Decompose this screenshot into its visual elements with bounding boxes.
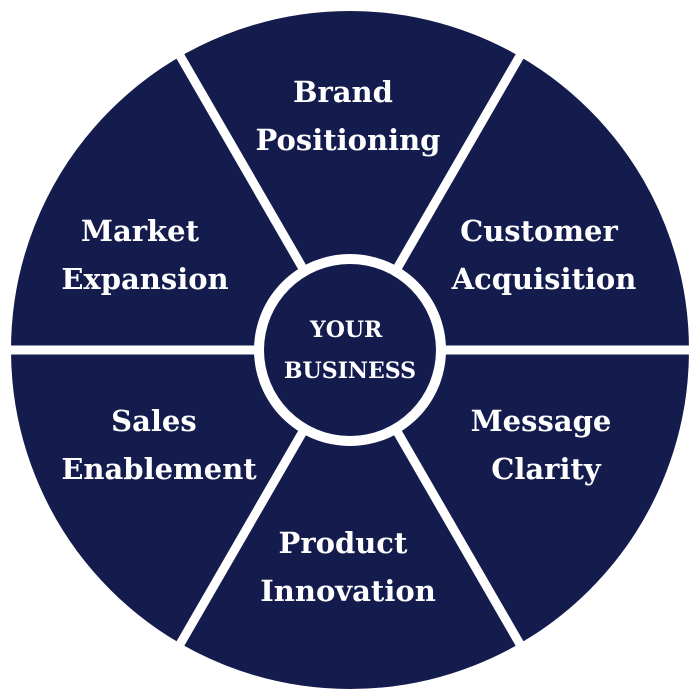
segment-label-bottom-line1: Product	[279, 526, 408, 560]
segment-label-lower-left-line1: Sales	[111, 404, 197, 438]
segment-label-top: Brand Positioning	[256, 75, 441, 157]
segment-label-bottom: Product Innovation	[260, 526, 436, 608]
segment-label-upper-right-line2: Acquisition	[451, 262, 637, 296]
segment-label-lower-left: Sales Enablement	[61, 404, 257, 486]
segment-label-lower-left-line2: Enablement	[61, 452, 257, 486]
center-hub	[264, 264, 436, 436]
center-label-line2: BUSINESS	[284, 358, 416, 384]
segment-label-bottom-line2: Innovation	[260, 574, 436, 608]
segment-label-upper-left: Market Expansion	[61, 214, 228, 296]
outer-rim	[9, 9, 691, 691]
segment-label-top-line1: Brand	[293, 75, 393, 109]
segment-label-upper-right-line1: Customer	[460, 214, 618, 248]
center-label: YOUR BUSINESS	[284, 317, 416, 384]
segment-label-upper-left-line1: Market	[81, 214, 200, 248]
segment-label-top-line2: Positioning	[256, 123, 441, 157]
center-label-line1: YOUR	[309, 317, 383, 343]
segment-label-lower-right: Message Clarity	[471, 404, 622, 486]
segment-label-lower-right-line2: Clarity	[491, 452, 602, 486]
segment-label-upper-left-line2: Expansion	[61, 262, 228, 296]
segment-label-lower-right-line1: Message	[471, 404, 612, 438]
segment-label-upper-right: Customer Acquisition	[451, 214, 637, 296]
